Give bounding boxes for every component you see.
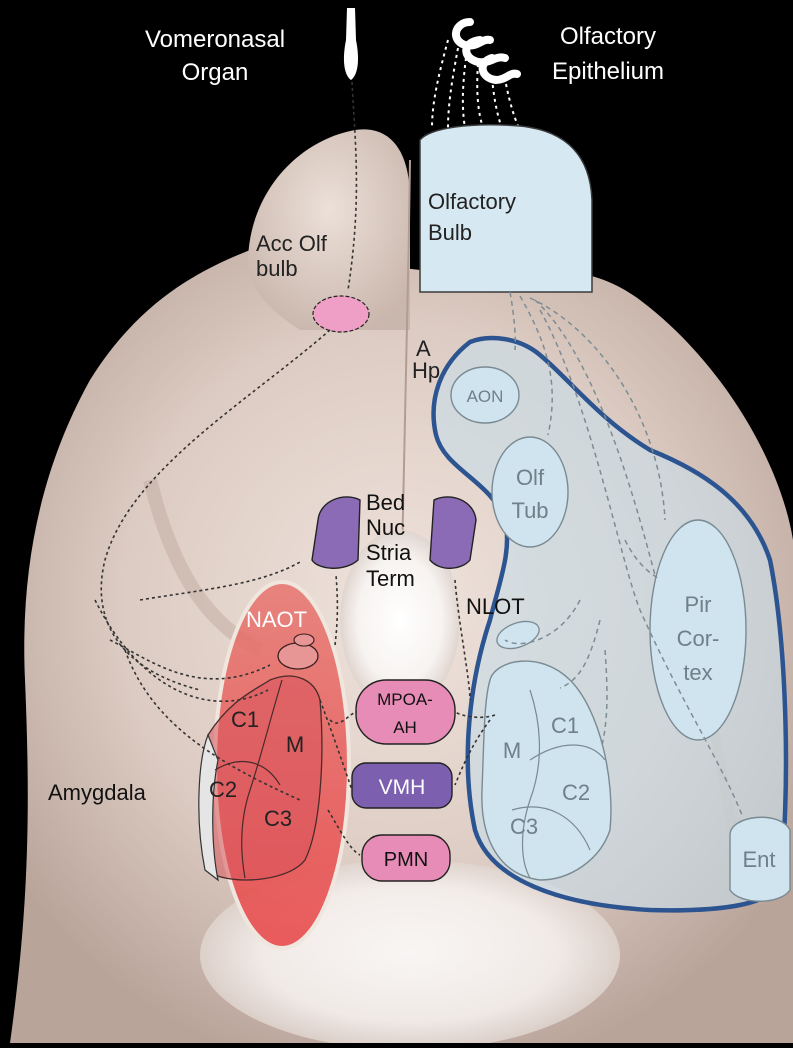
bed-nuc-label-line3: Stria xyxy=(366,540,412,565)
olf-tub-label-line2: Tub xyxy=(511,498,548,523)
pir-cortex-label-line3: tex xyxy=(683,660,712,685)
left-c3-label: C3 xyxy=(264,806,292,831)
bed-nuc-label-line2: Nuc xyxy=(366,515,405,540)
vomeronasal-label-line2: Organ xyxy=(182,59,249,86)
olfactory-tubercle xyxy=(492,437,568,547)
olfactory-bulb-label-line1: Olfactory xyxy=(428,189,516,214)
pir-cortex-label-line2: Cor- xyxy=(677,626,720,651)
pir-cortex-label-line1: Pir xyxy=(685,592,712,617)
right-c2-label: C2 xyxy=(562,780,590,805)
ahp-label-line2: Hp xyxy=(412,358,440,383)
amygdala-label: Amygdala xyxy=(48,780,147,805)
mpoa-ah-label-line1: MPOA- xyxy=(377,690,433,709)
vomeronasal-label-line1: Vomeronasal xyxy=(145,26,285,53)
nlot-label: NLOT xyxy=(466,594,525,619)
left-m-label: M xyxy=(286,732,304,757)
left-c2-label: C2 xyxy=(209,777,237,802)
bed-nuc-label-line1: Bed xyxy=(366,490,405,515)
vmh-label: VMH xyxy=(379,776,426,799)
naot-label: NAOT xyxy=(246,607,307,632)
right-c1-label: C1 xyxy=(551,713,579,738)
ent-label: Ent xyxy=(742,847,775,872)
bed-nuc-label-line4: Term xyxy=(366,566,415,591)
aon-label: AON xyxy=(467,387,504,406)
left-c1-label: C1 xyxy=(231,707,259,732)
acc-olf-bulb-label-line2: bulb xyxy=(256,256,298,281)
pmn-label: PMN xyxy=(384,849,428,871)
olf-tub-label-line1: Olf xyxy=(516,465,545,490)
acc-olf-bulb-label-line1: Acc Olf xyxy=(256,231,328,256)
right-c3-label: C3 xyxy=(510,814,538,839)
olfactory-epithelium-label-line2: Epithelium xyxy=(552,58,664,85)
accessory-olfactory-bulb xyxy=(313,296,369,332)
right-m-label: M xyxy=(503,738,521,763)
olfactory-epithelium-label-line1: Olfactory xyxy=(560,23,656,50)
olfactory-bulb-label-line2: Bulb xyxy=(428,220,472,245)
mpoa-ah-label-line2: AH xyxy=(393,718,417,737)
